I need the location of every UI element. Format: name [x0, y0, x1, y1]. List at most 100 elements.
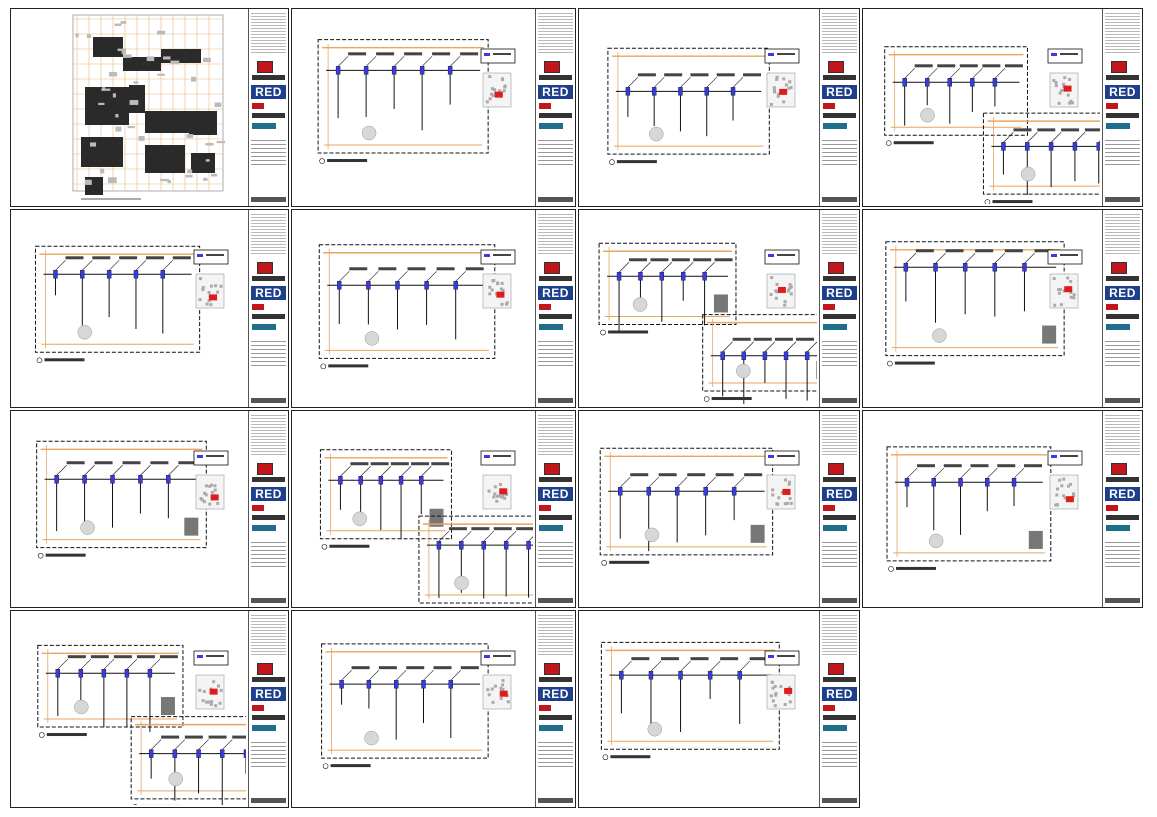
- title-block: RED: [248, 9, 288, 206]
- revision-table: [538, 338, 573, 368]
- drawing-sheet: RED: [291, 209, 576, 408]
- title-block: RED: [535, 210, 575, 407]
- title-block: RED: [819, 210, 859, 407]
- title-block: RED: [1102, 210, 1142, 407]
- drawing-number: [251, 197, 286, 202]
- title-block-divider: [1106, 276, 1139, 281]
- title-block: RED: [535, 611, 575, 807]
- revision-table: [1105, 539, 1140, 569]
- client-logo: [544, 262, 560, 274]
- revision-table: [822, 338, 857, 368]
- drawing-sheet: RED: [10, 209, 289, 408]
- drawing-plan: [599, 447, 800, 566]
- drawing-sheet: RED: [291, 410, 576, 608]
- brand-logo: RED: [1105, 85, 1140, 99]
- consultant-logo: [252, 705, 264, 711]
- drawing-plan: [319, 449, 533, 604]
- revision-table: [822, 739, 857, 769]
- contractor-logo: [823, 725, 847, 731]
- title-block-divider: [823, 477, 856, 482]
- drawing-sheet: RED: [10, 410, 289, 608]
- title-block-notes: [1105, 11, 1140, 55]
- revision-table: [251, 539, 286, 569]
- drawing-plan: [72, 14, 226, 200]
- contractor-logo: [252, 725, 276, 731]
- revision-table: [251, 739, 286, 769]
- title-block-notes: [1105, 212, 1140, 256]
- consultant-logo: [1106, 505, 1118, 511]
- drawing-number: [538, 197, 573, 202]
- brand-logo: RED: [251, 687, 286, 701]
- drawing-plan: [607, 47, 800, 165]
- drawing-plan: [598, 242, 817, 404]
- drawing-sheet: RED: [578, 410, 860, 608]
- title-block-divider: [823, 314, 856, 319]
- title-block-notes: [251, 212, 286, 256]
- title-block-divider: [252, 715, 285, 720]
- drawing-number: [1105, 398, 1140, 403]
- brand-logo: RED: [251, 487, 286, 501]
- revision-table: [538, 739, 573, 769]
- title-block: RED: [819, 9, 859, 206]
- drawing-number: [822, 197, 857, 202]
- drawing-number: [1105, 197, 1140, 202]
- title-block-divider: [823, 113, 856, 118]
- drawing-plan: [884, 46, 1100, 204]
- drawing-plan: [886, 446, 1083, 572]
- revision-table: [1105, 338, 1140, 368]
- drawing-number: [538, 598, 573, 603]
- client-logo: [257, 663, 273, 675]
- contractor-logo: [1106, 324, 1130, 330]
- consultant-logo: [539, 304, 551, 310]
- consultant-logo: [252, 304, 264, 310]
- drawing-plan: [600, 641, 800, 761]
- client-logo: [544, 463, 560, 475]
- brand-logo: RED: [822, 687, 857, 701]
- consultant-logo: [823, 103, 835, 109]
- drawing-number: [822, 398, 857, 403]
- title-block: RED: [248, 411, 288, 607]
- client-logo: [257, 463, 273, 475]
- contractor-logo: [823, 525, 847, 531]
- drawing-sheet: RED: [10, 8, 289, 207]
- client-logo: [828, 262, 844, 274]
- contractor-logo: [539, 525, 563, 531]
- drawing-sheet: RED: [578, 8, 860, 207]
- title-block: RED: [535, 411, 575, 607]
- brand-logo: RED: [251, 286, 286, 300]
- revision-table: [538, 137, 573, 167]
- title-block-divider: [1106, 477, 1139, 482]
- consultant-logo: [1106, 103, 1118, 109]
- consultant-logo: [539, 505, 551, 511]
- contractor-logo: [1106, 123, 1130, 129]
- drawing-number: [538, 398, 573, 403]
- drawing-sheet: RED: [291, 610, 576, 808]
- drawing-number: [822, 598, 857, 603]
- drawing-plan: [317, 39, 516, 164]
- drawing-number: [822, 798, 857, 803]
- revision-table: [251, 338, 286, 368]
- title-block-notes: [538, 413, 573, 457]
- title-block: RED: [819, 611, 859, 807]
- title-block-divider: [823, 75, 856, 80]
- drawing-plan: [321, 643, 516, 769]
- drawing-sheet: RED: [862, 410, 1143, 608]
- brand-logo: RED: [822, 487, 857, 501]
- brand-logo: RED: [822, 85, 857, 99]
- client-logo: [1111, 262, 1127, 274]
- brand-logo: RED: [1105, 487, 1140, 501]
- drawing-sheet: RED: [578, 209, 860, 408]
- drawing-number: [251, 598, 286, 603]
- title-block: RED: [1102, 411, 1142, 607]
- title-block-notes: [251, 413, 286, 457]
- drawing-number: [538, 798, 573, 803]
- title-block-notes: [822, 11, 857, 55]
- client-logo: [1111, 61, 1127, 73]
- title-block-notes: [822, 413, 857, 457]
- title-block-divider: [539, 276, 572, 281]
- brand-logo: RED: [538, 687, 573, 701]
- brand-logo: RED: [251, 85, 286, 99]
- title-block-divider: [539, 677, 572, 682]
- title-block: RED: [535, 9, 575, 206]
- title-block-divider: [539, 314, 572, 319]
